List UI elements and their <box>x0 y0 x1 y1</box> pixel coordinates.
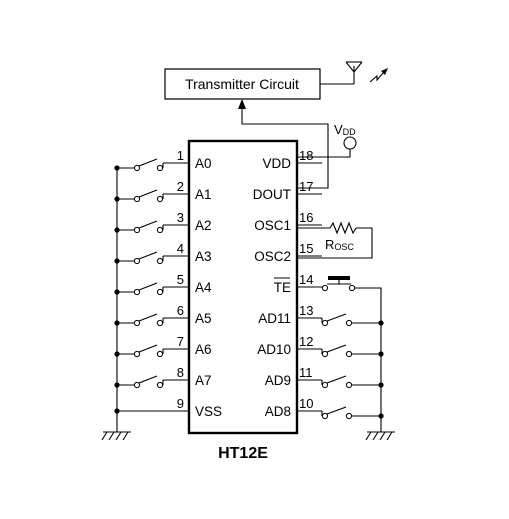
pin-name: OSC2 <box>254 249 291 264</box>
vdd-wire <box>297 149 351 158</box>
pin-name: VSS <box>195 404 222 419</box>
chip-body <box>187 139 299 435</box>
right-pins: 18VDD17DOUT16OSC115OSC214TE13AD1112AD101… <box>253 148 322 419</box>
left-switch-bank <box>114 158 164 414</box>
left-pin-a1: 2A1 <box>163 179 212 202</box>
dip-switch-icon <box>321 344 384 358</box>
dip-switch-icon <box>114 313 164 327</box>
vdd-supply-label: VDD <box>334 122 356 137</box>
dip-switch-icon <box>321 375 384 389</box>
vdd-supply: VDD <box>297 122 357 158</box>
pin-name: TE <box>274 280 291 295</box>
pin-number: 5 <box>177 272 184 287</box>
right-ground-icon <box>365 292 395 441</box>
pin-number: 11 <box>299 365 313 380</box>
pin-name: AD11 <box>258 311 291 326</box>
transmitter-circuit: Transmitter Circuit <box>164 66 355 100</box>
pin-number: 9 <box>177 396 184 411</box>
left-pin-a0: 1A0 <box>163 148 212 171</box>
dout-to-transmitter-wire <box>238 99 329 189</box>
dip-switch-icon <box>114 251 164 265</box>
dip-switch-icon <box>114 344 164 358</box>
vdd-terminal-icon <box>343 136 357 150</box>
transmitter-circuit-box <box>164 68 321 100</box>
left-pin-a4: 5A4 <box>163 272 212 295</box>
pin-name: A6 <box>195 342 212 357</box>
signal-arrow-icon <box>238 99 246 109</box>
pin-number: 17 <box>299 179 313 194</box>
dip-switch-icon <box>114 375 164 389</box>
dip-switch-icon <box>321 313 384 327</box>
pin-name: A0 <box>195 156 212 171</box>
left-pin-a5: 6A5 <box>163 303 212 326</box>
pin-number: 7 <box>177 334 184 349</box>
pin-number: 6 <box>177 303 184 318</box>
pin-number: 12 <box>299 334 313 349</box>
pin-name: AD8 <box>265 404 291 419</box>
left-pin-a7: 8A7 <box>163 365 212 388</box>
left-pin-a6: 7A6 <box>163 334 212 357</box>
pin-number: 2 <box>177 179 184 194</box>
dip-switch-icon <box>114 189 164 203</box>
dip-switch-icon <box>321 406 384 420</box>
pin-number: 15 <box>299 241 313 256</box>
pin-number: 1 <box>177 148 184 163</box>
pin-name: A7 <box>195 373 212 388</box>
radio-wave-icon <box>369 68 388 83</box>
pin-name: A4 <box>195 280 212 295</box>
resistor-icon <box>329 221 357 235</box>
pin-name: A1 <box>195 187 212 202</box>
transmitter-circuit-label: Transmitter Circuit <box>185 76 299 92</box>
pin-number: 4 <box>177 241 184 256</box>
right-switch-bank <box>321 276 384 420</box>
dip-switch-icon <box>114 282 164 296</box>
pin-number: 16 <box>299 210 313 225</box>
vss-ground-wire <box>114 408 163 414</box>
chip-label: HT12E <box>218 445 268 462</box>
pin-name: AD10 <box>257 342 291 357</box>
pin-name: A2 <box>195 218 212 233</box>
pin-name: OSC1 <box>254 218 291 233</box>
pin-name: A5 <box>195 311 212 326</box>
push-button-icon <box>321 276 382 293</box>
pin-number: 13 <box>299 303 313 318</box>
left-pin-a2: 3A2 <box>163 210 212 233</box>
pin-number: 18 <box>299 148 313 163</box>
pin-name: AD9 <box>265 373 291 388</box>
dip-switch-icon <box>114 158 164 172</box>
pin-number: 8 <box>177 365 184 380</box>
left-ground-icon <box>101 168 131 441</box>
pin-number: 10 <box>299 396 313 411</box>
rosc-label: ROSC <box>325 237 354 252</box>
pin-name: DOUT <box>253 187 291 202</box>
pin-name: VDD <box>262 156 291 171</box>
antenna-icon <box>345 61 363 73</box>
osc-resistor: ROSC <box>297 221 373 259</box>
left-pin-a3: 4A3 <box>163 241 212 264</box>
pin-number: 3 <box>177 210 184 225</box>
dip-switch-icon <box>114 220 164 234</box>
pin-name: A3 <box>195 249 212 264</box>
pin-number: 14 <box>299 272 313 287</box>
